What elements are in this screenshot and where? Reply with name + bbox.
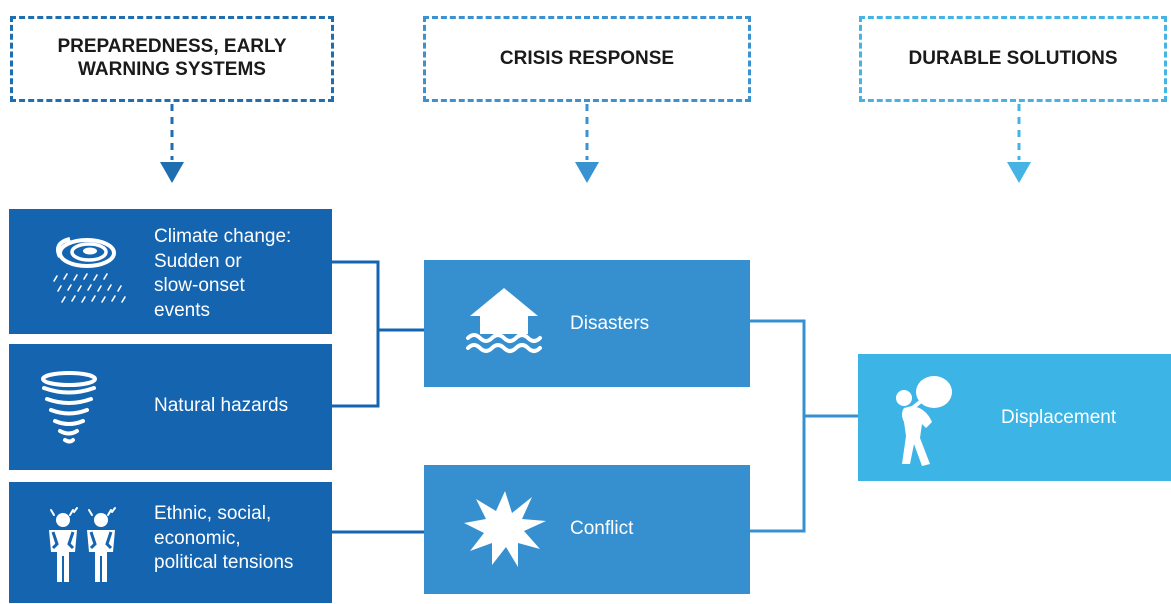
cyclone-rain-icon <box>53 237 126 303</box>
arrow-preparedness-head <box>160 162 184 183</box>
header-durable-solutions-label: DURABLE SOLUTIONS <box>908 47 1118 69</box>
connector-climate-natural-disasters <box>332 260 380 408</box>
header-preparedness: PREPAREDNESS, EARLY WARNING SYSTEMS <box>10 16 334 102</box>
cause-natural-hazards-label: Natural hazards <box>154 395 289 416</box>
explosion-icon <box>464 491 546 567</box>
crisis-disasters-label: Disasters <box>570 313 650 334</box>
outcome-displacement: Displacement <box>858 354 1171 481</box>
header-crisis-response: CRISIS RESPONSE <box>423 16 751 102</box>
cause-climate-change-label: Climate change: Sudden or slow-onset eve… <box>154 226 292 322</box>
flooded-house-icon <box>466 288 542 353</box>
crisis-conflict-label: Conflict <box>570 518 634 539</box>
tornado-icon <box>41 371 97 444</box>
connector-crises-displacement <box>750 319 806 533</box>
cause-ethnic-tensions-label: Ethnic, social, economic, political tens… <box>154 503 294 574</box>
outcome-displacement-label: Displacement <box>1001 407 1117 428</box>
angry-people-icon <box>49 507 116 582</box>
cause-climate-change: Climate change: Sudden or slow-onset eve… <box>9 209 332 334</box>
crisis-disasters: Disasters <box>424 260 750 387</box>
arrow-durable-head <box>1007 162 1031 183</box>
header-durable-solutions: DURABLE SOLUTIONS <box>859 16 1167 102</box>
cause-natural-hazards: Natural hazards <box>9 344 332 470</box>
crisis-conflict: Conflict <box>424 465 750 594</box>
person-carrying-bundle-icon <box>896 376 952 466</box>
cause-ethnic-tensions: Ethnic, social, economic, political tens… <box>9 482 332 603</box>
arrow-crisis-head <box>575 162 599 183</box>
header-preparedness-label: PREPAREDNESS, EARLY WARNING SYSTEMS <box>57 36 287 80</box>
header-crisis-response-label: CRISIS RESPONSE <box>499 47 675 69</box>
